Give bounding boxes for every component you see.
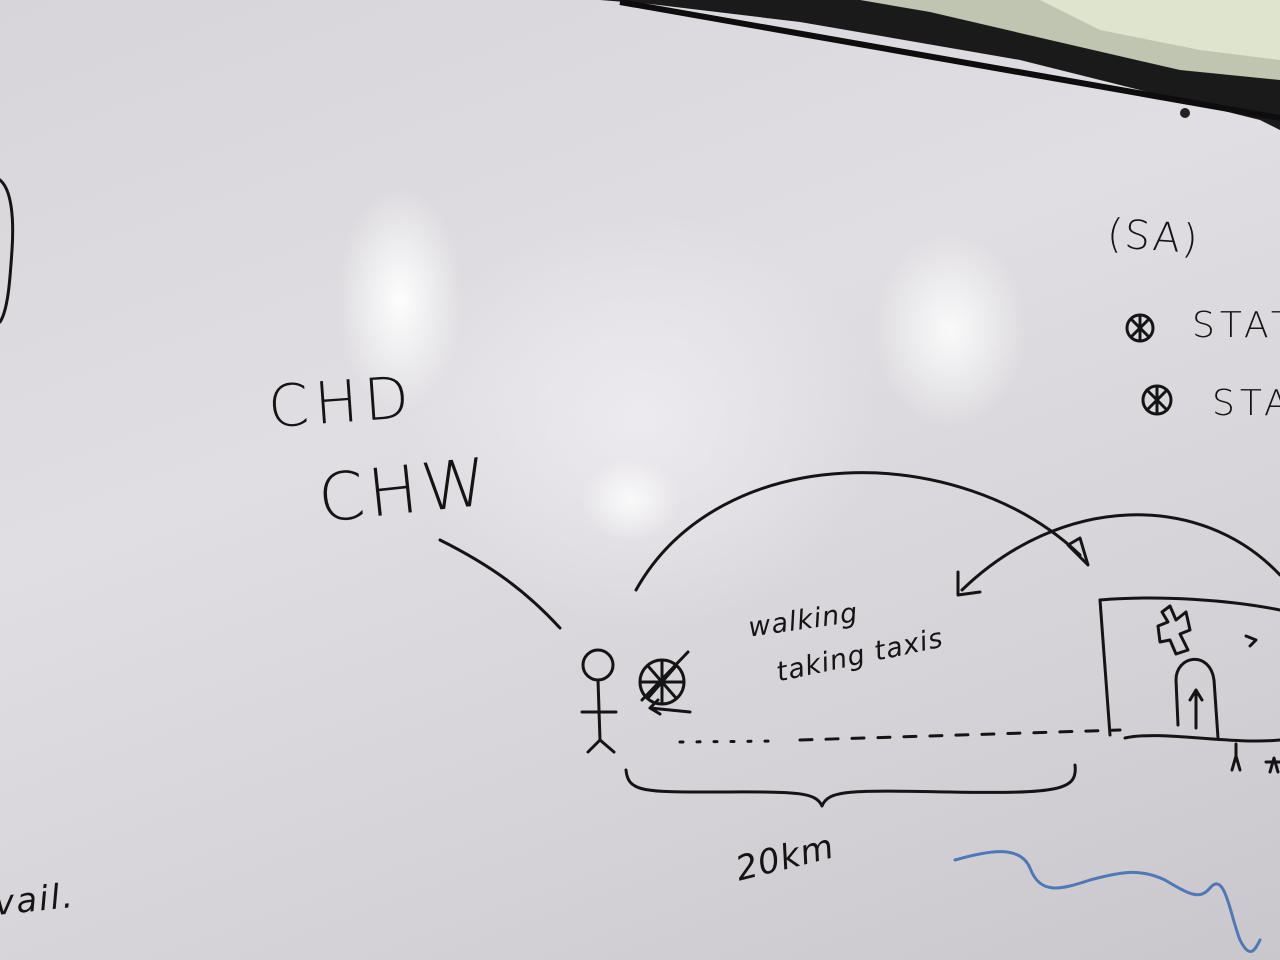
whiteboard-top-frame xyxy=(600,0,1280,130)
clinic-building xyxy=(1098,596,1280,774)
chw-pointer-line xyxy=(438,538,562,630)
crossed-wheel-icon xyxy=(638,650,692,716)
arc-arrow-to-clinic xyxy=(634,471,1082,592)
dashed-route-line xyxy=(678,739,782,744)
person-figure xyxy=(580,648,618,754)
arc-arrowhead-clinic xyxy=(1066,536,1090,567)
dashed-route-line-2 xyxy=(798,728,1122,742)
distance-brace xyxy=(624,763,1077,808)
legend-symbol-2 xyxy=(1141,384,1173,416)
blue-marker-squiggle xyxy=(953,850,1262,953)
legend-label-1: STATI xyxy=(1192,305,1280,346)
legend-label-2: STATI xyxy=(1212,383,1280,424)
left-edge-mark xyxy=(0,178,15,324)
arc-arrowhead-return xyxy=(956,570,982,597)
arc-arrow-return xyxy=(960,513,1280,592)
label-chd: CHD xyxy=(265,362,417,442)
label-avail: vail. xyxy=(0,875,77,925)
label-sa: (SA) xyxy=(1105,210,1202,264)
legend-symbol-1 xyxy=(1125,313,1155,343)
